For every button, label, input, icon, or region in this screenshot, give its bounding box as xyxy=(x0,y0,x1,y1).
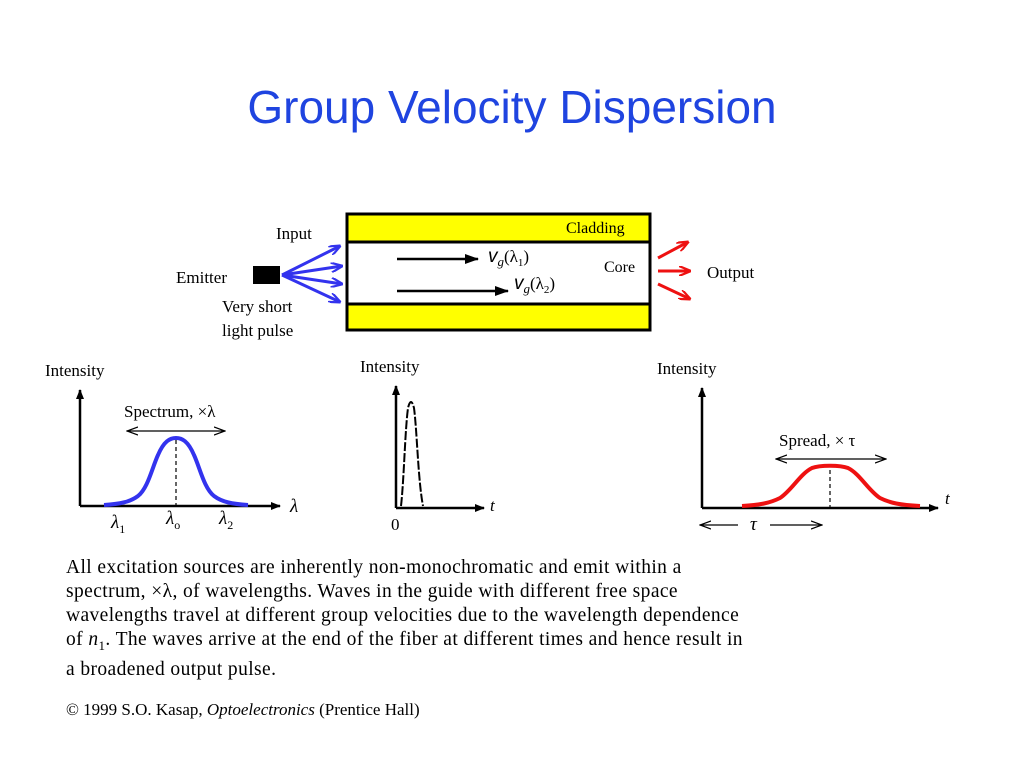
output-spread-annotation: Spread, × τ xyxy=(779,431,856,450)
cladding-bottom xyxy=(345,302,652,332)
explanation-paragraph: All excitation sources are inherently no… xyxy=(66,556,966,682)
tau-label: τ xyxy=(750,514,758,535)
emitter-label: Emitter xyxy=(176,268,227,287)
output-pulse-xlabel: t xyxy=(945,489,951,508)
output-pulse-curve xyxy=(741,463,921,508)
input-pulse-curve xyxy=(400,401,424,507)
output-pulse-plot: Intensity Spread, × τ t τ xyxy=(657,359,951,535)
paragraph-line-4: of n1. The waves arrive at the end of th… xyxy=(66,629,743,653)
spectrum-xlabel: λ xyxy=(289,496,298,517)
paragraph-line-1: All excitation sources are inherently no… xyxy=(66,557,682,578)
tick-lambda1: λ1 xyxy=(110,512,125,536)
input-pulse-ylabel: Intensity xyxy=(360,357,420,376)
output-label: Output xyxy=(707,263,755,282)
tick-lambda2: λ2 xyxy=(218,508,233,532)
paragraph-line-3: wavelengths travel at different group ve… xyxy=(66,605,740,626)
spectrum-ylabel: Intensity xyxy=(45,361,105,380)
fiber-waveguide: Cladding Core vg(λ1) vg(λ2) xyxy=(345,212,652,332)
input-light-arrows xyxy=(281,246,342,302)
input-pulse-plot: Intensity 0 t xyxy=(360,357,496,534)
core-label: Core xyxy=(604,259,635,276)
paragraph-line-2: spectrum, ×λ, of wavelengths. Waves in t… xyxy=(66,581,678,602)
input-label: Input xyxy=(276,224,312,243)
spectrum-curve xyxy=(103,435,249,507)
slide-title: Group Velocity Dispersion xyxy=(247,81,777,133)
ray-lambda2-label: vg(λ2) xyxy=(514,273,555,296)
output-pulse-ylabel: Intensity xyxy=(657,359,717,378)
tick-lambda0: λo xyxy=(165,508,180,532)
cladding-label: Cladding xyxy=(566,220,625,237)
input-pulse-xlabel: t xyxy=(490,496,496,515)
cladding-top xyxy=(345,212,652,244)
pulse-label-line1: Very short xyxy=(222,297,293,316)
spectrum-annotation: Spectrum, ×λ xyxy=(124,402,216,421)
emitter: Input Emitter Very short light pulse xyxy=(176,224,342,340)
copyright-credit: © 1999 S.O. Kasap, Optoelectronics (Pren… xyxy=(66,700,420,719)
paragraph-line-5: a broadened output pulse. xyxy=(66,658,277,680)
ray-lambda1-label: vg(λ1) xyxy=(488,246,529,269)
pulse-label-line2: light pulse xyxy=(222,321,293,340)
output-light-arrows xyxy=(657,242,690,299)
spectrum-plot: Intensity Spectrum, ×λ λ λ1 λo λ2 xyxy=(45,361,298,536)
emitter-block xyxy=(253,266,280,284)
input-pulse-origin: 0 xyxy=(391,515,400,534)
output: Output xyxy=(657,242,755,299)
